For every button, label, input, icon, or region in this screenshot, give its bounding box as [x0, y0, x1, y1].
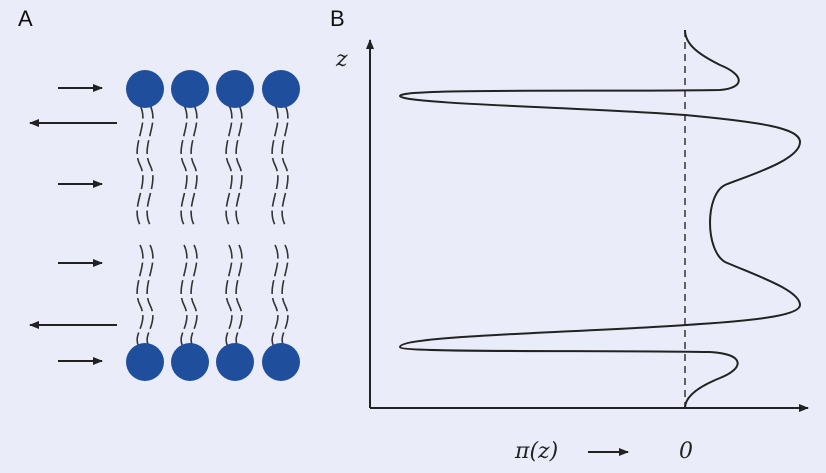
lipid-tail: [271, 104, 279, 226]
lipid-tail: [190, 104, 198, 226]
lipid-headgroup: [262, 70, 300, 108]
panel-b-label: B: [330, 6, 345, 31]
lipid-tail: [281, 104, 289, 226]
pi-axis-label: π(z): [514, 439, 558, 464]
lipid-tail: [235, 104, 243, 226]
lipid-tail: [180, 244, 188, 349]
lipid-tail: [235, 244, 243, 349]
lipid-headgroup: [216, 70, 254, 108]
lipid-tails: [136, 104, 289, 349]
lipid-headgroup: [126, 70, 164, 108]
lipid-tail: [271, 244, 279, 349]
lipid-headgroup: [171, 70, 209, 108]
zero-label: 0: [679, 439, 693, 464]
headgroups: [126, 70, 300, 381]
lipid-headgroup: [126, 343, 164, 381]
lipid-headgroup: [262, 343, 300, 381]
lipid-tail: [136, 244, 144, 349]
lipid-tail: [146, 104, 154, 226]
lipid-headgroup: [216, 343, 254, 381]
lipid-tail: [225, 104, 233, 226]
pressure-profile-plot: z π(z) 0: [335, 29, 809, 464]
pressure-profile-curve: [398, 29, 802, 409]
lipid-tail: [146, 244, 154, 349]
lipid-tail: [225, 244, 233, 349]
z-axis-label: z: [335, 47, 348, 72]
pressure-arrows: [29, 84, 117, 365]
lipid-tail: [190, 244, 198, 349]
lipid-tail: [180, 104, 188, 226]
lipid-headgroup: [171, 343, 209, 381]
panel-a-label: A: [18, 6, 33, 31]
lipid-tail: [281, 244, 289, 349]
lipid-bilayer: [29, 70, 300, 381]
lipid-tail: [136, 104, 144, 226]
